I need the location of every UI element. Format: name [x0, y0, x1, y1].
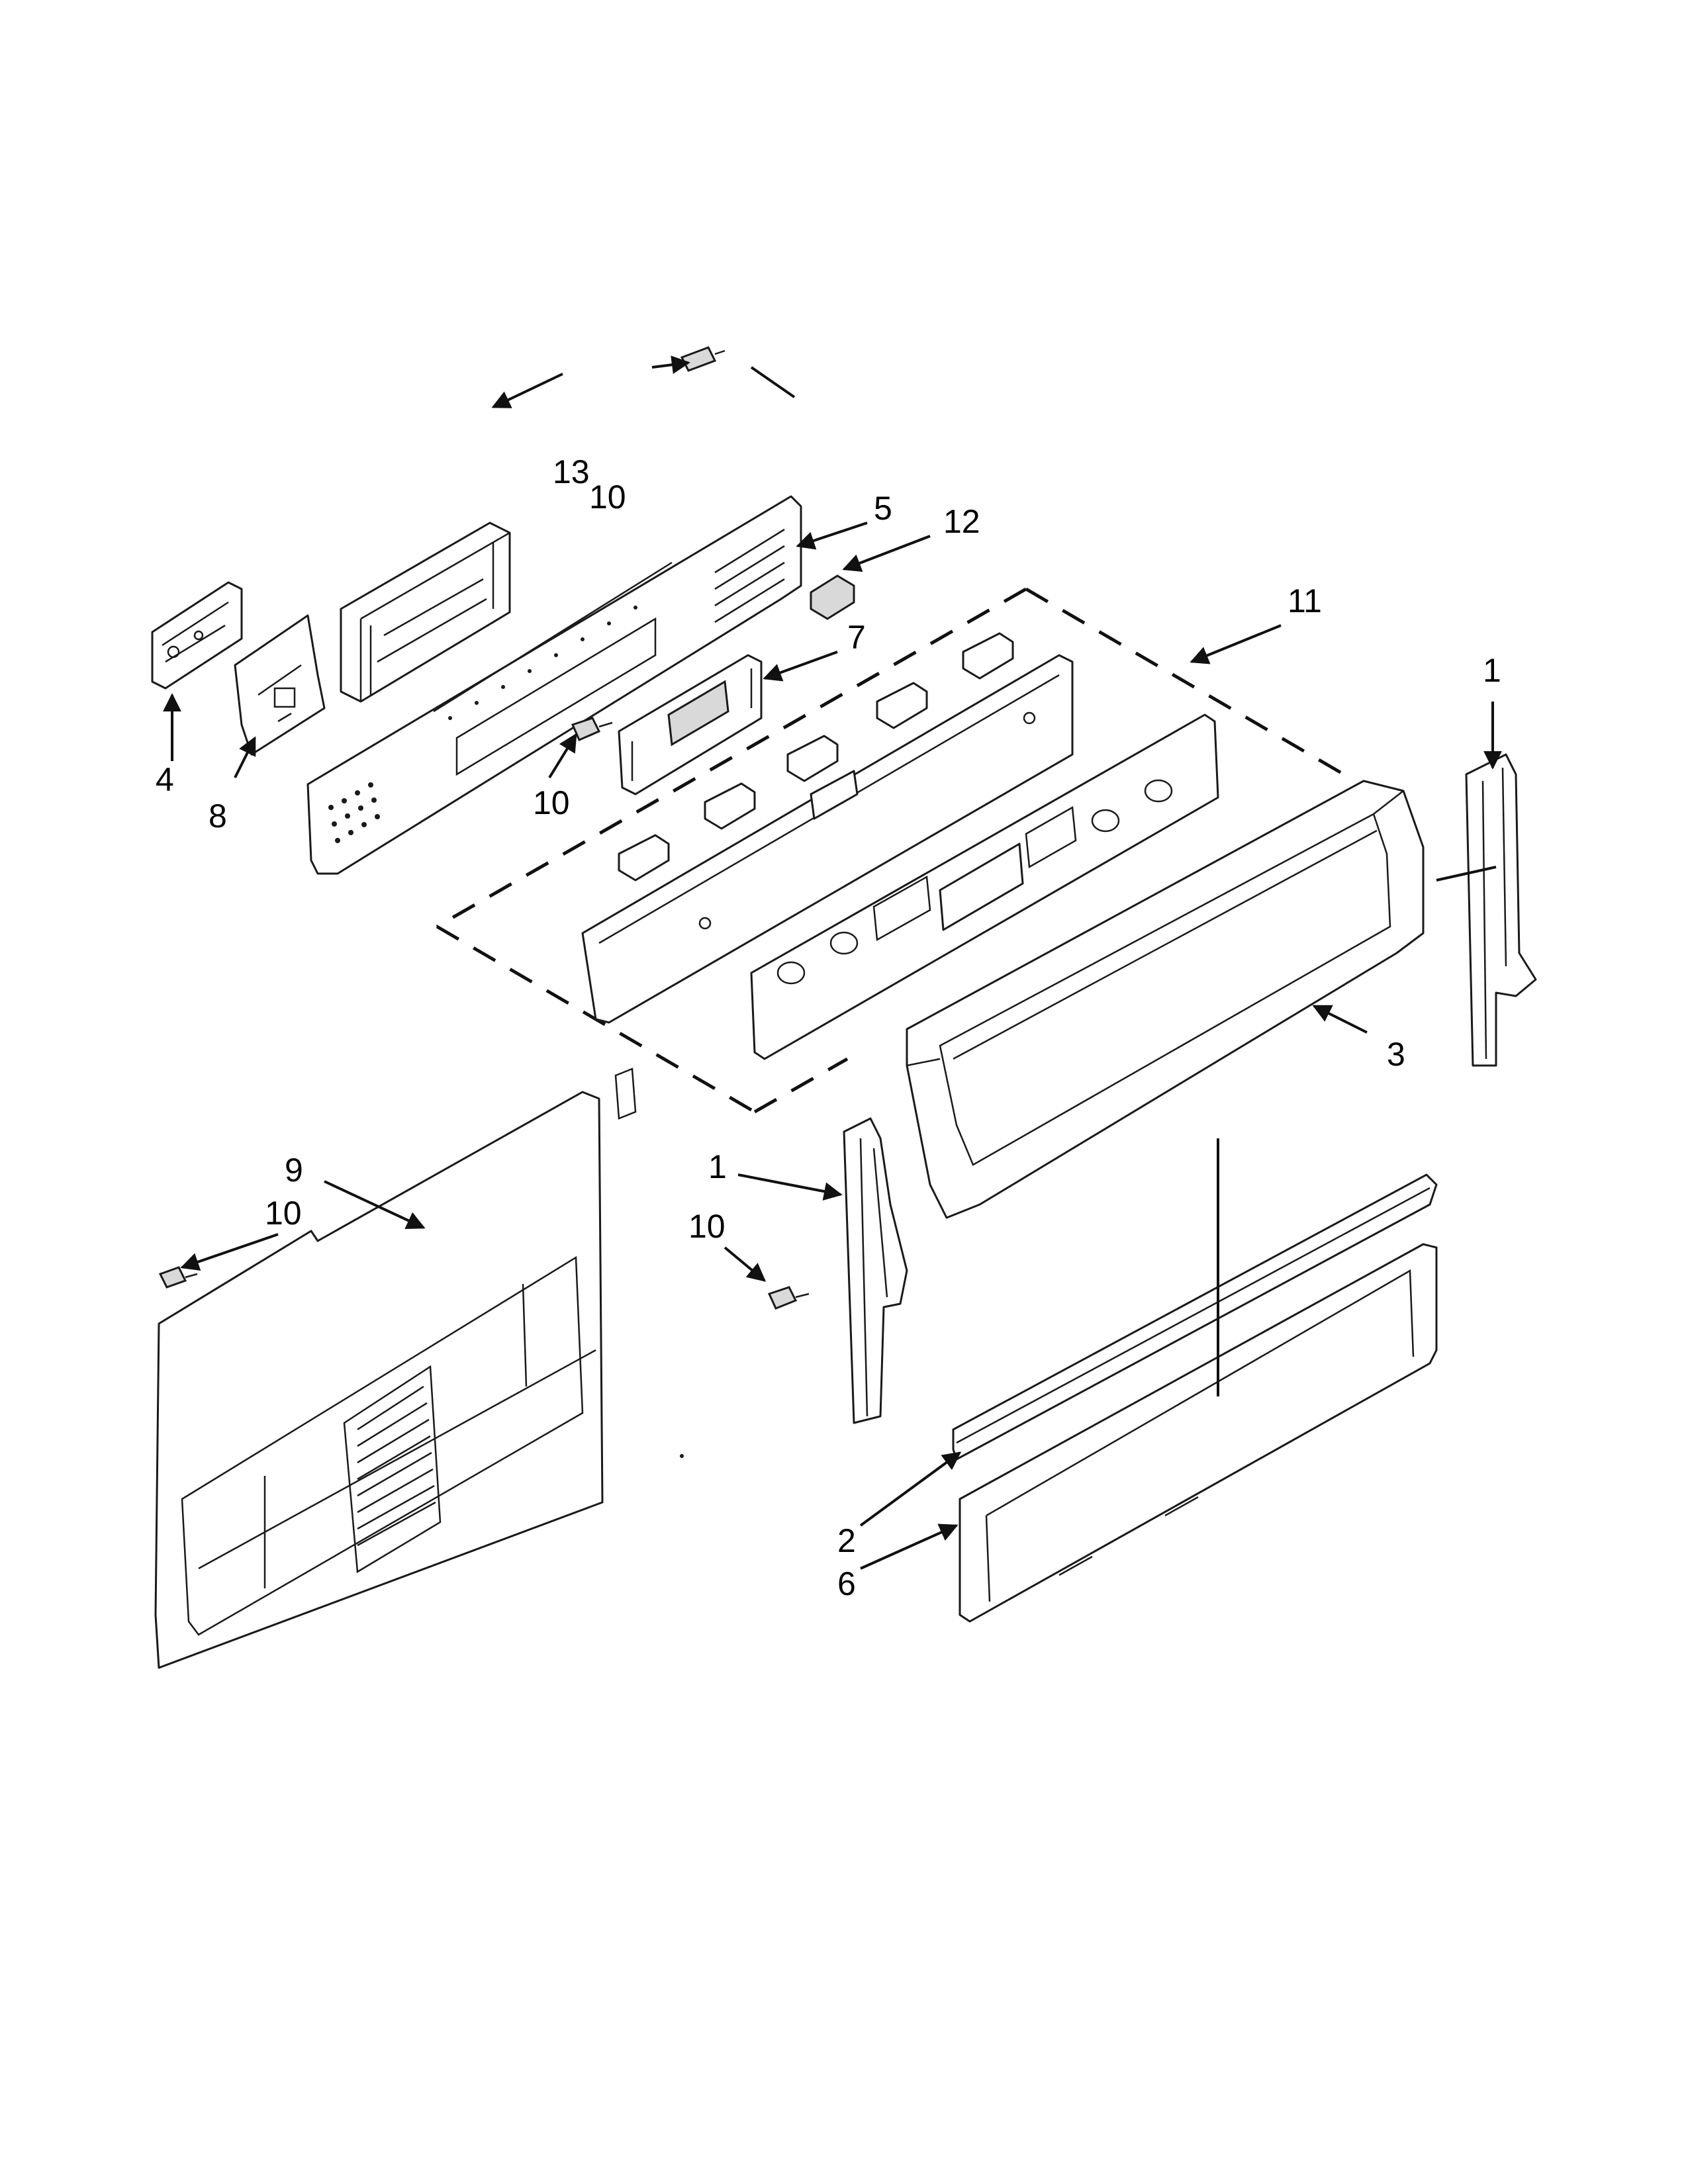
- console-housing: [581, 632, 1074, 1024]
- part-1-endcap-left: [843, 1117, 908, 1424]
- callout-1: 1: [708, 1148, 727, 1185]
- callout-5: 5: [874, 490, 892, 527]
- callout-6: 6: [837, 1565, 856, 1602]
- part-10-screw-top: [680, 346, 726, 372]
- callout-1: 1: [1483, 652, 1501, 689]
- callout-4: 4: [156, 761, 174, 798]
- part-1-endcap-right: [1465, 753, 1537, 1067]
- part-9-lower-panel: [154, 1068, 637, 1669]
- callout-labels: 13 10 5 12 11 7 1 4 8 10 3 9 10 1 10 2 6: [156, 453, 1501, 1602]
- part-12-connector: [810, 574, 855, 620]
- part-4-circuit-board: [151, 581, 243, 690]
- console-overlay-panel: [750, 713, 1219, 1060]
- part-10-screw-left: [158, 1266, 198, 1289]
- callout-9: 9: [285, 1152, 303, 1189]
- stray-mark: [680, 1454, 684, 1458]
- callout-10: 10: [533, 784, 570, 821]
- part-6-lower-bracket: [959, 1243, 1438, 1623]
- callout-7: 7: [847, 619, 866, 656]
- part-5-back-plate: [306, 495, 802, 875]
- part-7-control-board: [618, 654, 763, 796]
- part-10-screw-right: [767, 1286, 810, 1310]
- vent-holes: [328, 606, 637, 843]
- part-3-console-frame: [906, 780, 1425, 1219]
- callout-10: 10: [265, 1195, 302, 1232]
- part-10-screw-mid: [571, 717, 613, 741]
- part-8-bracket-plate: [234, 614, 326, 756]
- leader-arrows: [163, 355, 1502, 1570]
- part-2-lower-rail: [952, 1173, 1438, 1461]
- callout-13: 13: [553, 453, 590, 490]
- callout-10: 10: [688, 1208, 726, 1245]
- alignment-line-right: [1436, 866, 1497, 882]
- part-13-duct-bracket: [340, 522, 511, 703]
- callout-11: 11: [1288, 582, 1322, 619]
- callout-3: 3: [1387, 1036, 1405, 1073]
- callout-2: 2: [837, 1522, 856, 1559]
- callout-8: 8: [209, 797, 227, 835]
- callout-10: 10: [589, 478, 626, 516]
- callout-12: 12: [943, 503, 980, 540]
